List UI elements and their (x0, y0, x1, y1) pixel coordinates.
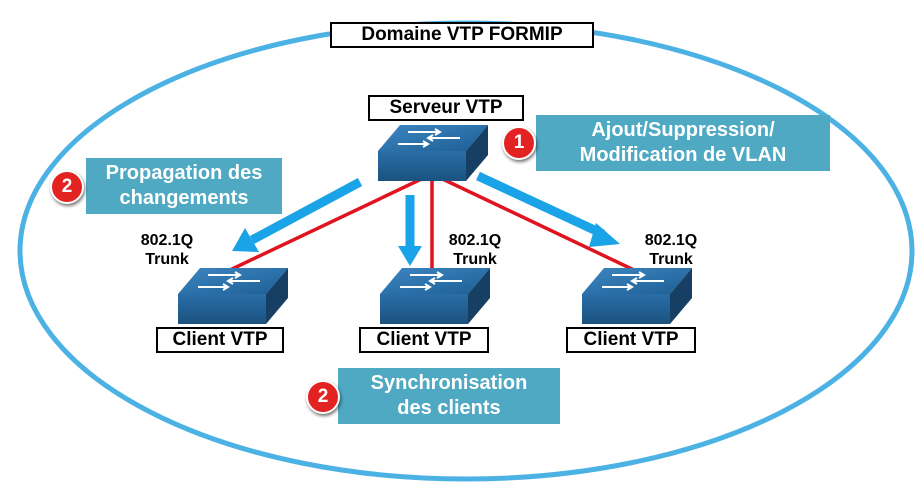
step-badge-1: 1 (502, 126, 536, 160)
domain-title: Domaine VTP FORMIP (330, 22, 594, 48)
arrow-left-head (232, 228, 259, 252)
trunk-links (229, 172, 635, 272)
trunk-label-left: 802.1Q Trunk (132, 231, 202, 269)
callout-propagation-line1: Propagation des (105, 162, 263, 184)
trunk-link-right (431, 172, 635, 272)
arrow-center-head (398, 246, 422, 266)
trunk-label-right-line2: Trunk (649, 251, 693, 269)
step-badge-2-propagation: 2 (50, 170, 84, 204)
arrow-right (476, 171, 605, 239)
server-label: Serveur VTP (368, 95, 524, 121)
client-label-2: Client VTP (359, 327, 489, 353)
client-label-3: Client VTP (566, 327, 696, 353)
trunk-label-center-line2: Trunk (453, 251, 497, 269)
arrow-left (249, 178, 363, 244)
trunk-label-center-line1: 802.1Q (448, 232, 502, 249)
step-badge-2-synchronisation: 2 (306, 380, 340, 414)
callout-modification: Ajout/Suppression/ Modification de VLAN (536, 115, 830, 171)
trunk-label-right-line1: 802.1Q (644, 232, 698, 249)
trunk-label-center: 802.1Q Trunk (440, 231, 510, 269)
trunk-link-left (229, 172, 433, 272)
trunk-label-right: 802.1Q Trunk (636, 231, 706, 269)
callout-synchronisation-line1: Synchronisation (370, 372, 528, 394)
client-label-1: Client VTP (156, 327, 284, 353)
arrow-right-head (589, 223, 620, 247)
client-switch-icon-2 (380, 268, 490, 324)
client-switch-icon-3 (582, 268, 692, 324)
client-switch-icon-1 (178, 268, 288, 324)
server-switch-icon (378, 125, 488, 181)
callout-synchronisation: Synchronisation des clients (338, 368, 560, 424)
callout-modification-line2: Modification de VLAN (579, 144, 787, 166)
callout-propagation-line2: changements (119, 187, 249, 209)
callout-synchronisation-line2: des clients (397, 397, 501, 419)
propagation-arrows (232, 171, 620, 266)
trunk-label-left-line1: 802.1Q (140, 232, 194, 249)
trunk-label-left-line2: Trunk (145, 251, 189, 269)
callout-propagation: Propagation des changements (86, 158, 282, 214)
callout-modification-line1: Ajout/Suppression/ (591, 119, 775, 141)
